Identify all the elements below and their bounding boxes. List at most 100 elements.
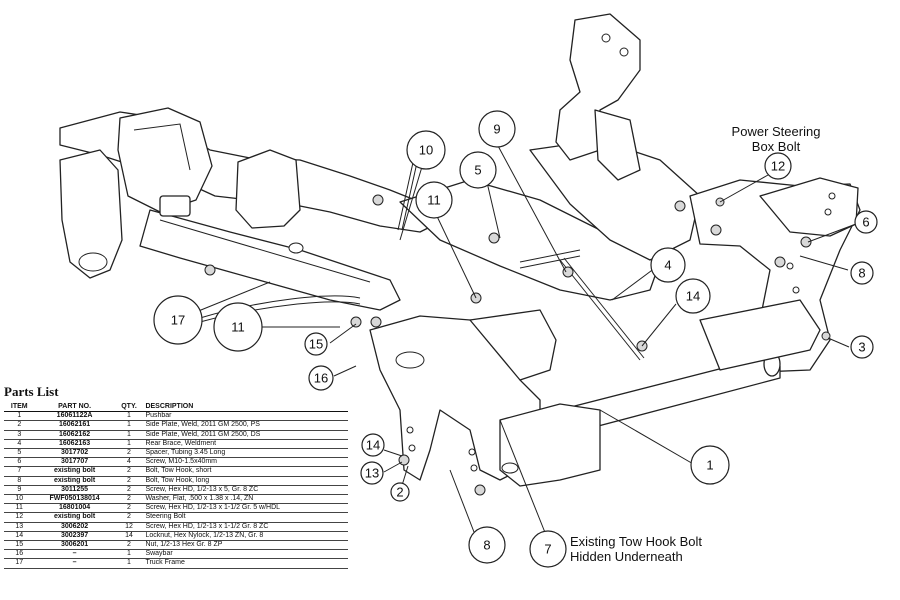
pushbar <box>499 299 821 487</box>
header-qty: QTY. <box>114 403 144 413</box>
cell-qty: 12 <box>114 522 144 532</box>
callout-11b: 11 <box>213 302 263 352</box>
cell-qty: 1 <box>114 549 144 560</box>
cell-part-no: existing bolt <box>34 512 115 523</box>
cell-description: Bolt, Tow Hook, short <box>143 466 348 477</box>
callouts: 1 2 3 4 5 6 7 8 9 10 11 11 12 13 14 14 1… <box>153 110 878 568</box>
cell-description: Spacer, Tubing 3.45 Long <box>143 448 348 459</box>
cell-qty: 4 <box>114 457 144 468</box>
svg-text:13: 13 <box>365 466 379 481</box>
svg-text:12: 12 <box>771 159 785 174</box>
power-steering-note-line2: Box Bolt <box>751 139 801 154</box>
cell-qty: 14 <box>114 531 144 542</box>
cell-item: 8 <box>4 476 35 486</box>
svg-text:15: 15 <box>309 337 323 352</box>
truck-frame <box>59 107 441 323</box>
cell-item: 7 <box>4 466 35 477</box>
svg-text:14: 14 <box>686 289 700 304</box>
callout-7: 7 <box>529 530 567 568</box>
cell-description: Screw, Hex HD, 1/2-13 x 1-1/2 Gr. 5 w/HD… <box>143 503 348 514</box>
cell-part-no: 16801004 <box>34 503 115 514</box>
parts-list: Parts List ITEM PART NO. QTY. DESCRIPTIO… <box>4 384 348 569</box>
cell-part-no: existing bolt <box>34 476 115 486</box>
svg-text:7: 7 <box>544 542 551 557</box>
callout-13: 13 <box>360 461 384 485</box>
cell-item: 3 <box>4 430 35 440</box>
parts-table-header: ITEM PART NO. QTY. DESCRIPTION <box>4 403 348 413</box>
header-description: DESCRIPTION <box>143 403 348 413</box>
cell-qty: 2 <box>114 503 144 514</box>
cell-qty: 1 <box>114 439 144 450</box>
svg-text:14: 14 <box>366 438 380 453</box>
cell-qty: 2 <box>114 466 144 477</box>
svg-text:9: 9 <box>493 122 500 137</box>
svg-text:2: 2 <box>396 485 403 500</box>
callout-5: 5 <box>459 151 497 189</box>
cell-description: Locknut, Hex Nylock, 1/2-13 ZN, Gr. 8 <box>143 531 348 542</box>
cell-item: 9 <box>4 485 35 496</box>
cell-qty: 1 <box>114 430 144 440</box>
cell-qty: 1 <box>114 411 144 422</box>
power-steering-note-line1: Power Steering <box>731 124 821 139</box>
cell-item: 13 <box>4 522 35 532</box>
cell-item: 6 <box>4 457 35 468</box>
leader-lines <box>195 143 857 536</box>
cell-item: 17 <box>4 558 35 569</box>
cell-part-no: 3006201 <box>34 540 115 551</box>
cell-description: Pushbar <box>143 411 348 422</box>
cell-description: Truck Frame <box>143 558 348 569</box>
cell-part-no: FWF050138014 <box>34 494 115 505</box>
cell-item: 1 <box>4 411 35 422</box>
callout-10: 10 <box>406 130 446 170</box>
cell-item: 16 <box>4 549 35 560</box>
cell-part-no: – <box>34 549 115 560</box>
cell-description: Screw, Hex HD, 1/2-13 x 1-1/2 Gr. 8 ZC <box>143 522 348 532</box>
cell-description: Steering Bolt <box>143 512 348 523</box>
cell-description: Swaybar <box>143 549 348 560</box>
callout-2: 2 <box>390 482 410 502</box>
cell-qty: 2 <box>114 540 144 551</box>
svg-text:16: 16 <box>314 371 328 386</box>
cell-item: 14 <box>4 531 35 542</box>
svg-text:8: 8 <box>483 538 490 553</box>
callout-4: 4 <box>650 247 686 283</box>
cell-description: Bolt, Tow Hook, long <box>143 476 348 486</box>
cell-item: 2 <box>4 420 35 431</box>
cell-part-no: 3002397 <box>34 531 115 542</box>
cell-part-no: existing bolt <box>34 466 115 477</box>
cell-part-no: 16061122A <box>34 411 115 422</box>
cell-part-no: 3017707 <box>34 457 115 468</box>
cell-qty: 2 <box>114 512 144 523</box>
tow-hook-note-line1: Existing Tow Hook Bolt <box>570 534 702 549</box>
callout-12: 12 <box>764 152 792 180</box>
tow-hook-note-line2: Hidden Underneath <box>570 549 683 564</box>
cell-part-no: 16062163 <box>34 439 115 450</box>
callout-17: 17 <box>153 295 203 345</box>
hardware <box>204 194 831 496</box>
cell-part-no: 3017702 <box>34 448 115 459</box>
svg-text:1: 1 <box>706 458 713 473</box>
cell-part-no: – <box>34 558 115 569</box>
callout-9: 9 <box>478 110 516 148</box>
callout-1: 1 <box>690 445 730 485</box>
callout-11a: 11 <box>415 181 453 219</box>
cell-part-no: 16062162 <box>34 430 115 440</box>
svg-text:8: 8 <box>858 266 865 281</box>
svg-text:11: 11 <box>427 193 441 208</box>
cell-description: Side Plate, Weld, 2011 GM 2500, PS <box>143 420 348 431</box>
svg-text:5: 5 <box>474 163 481 178</box>
callout-16: 16 <box>308 365 334 391</box>
header-item: ITEM <box>4 403 35 413</box>
